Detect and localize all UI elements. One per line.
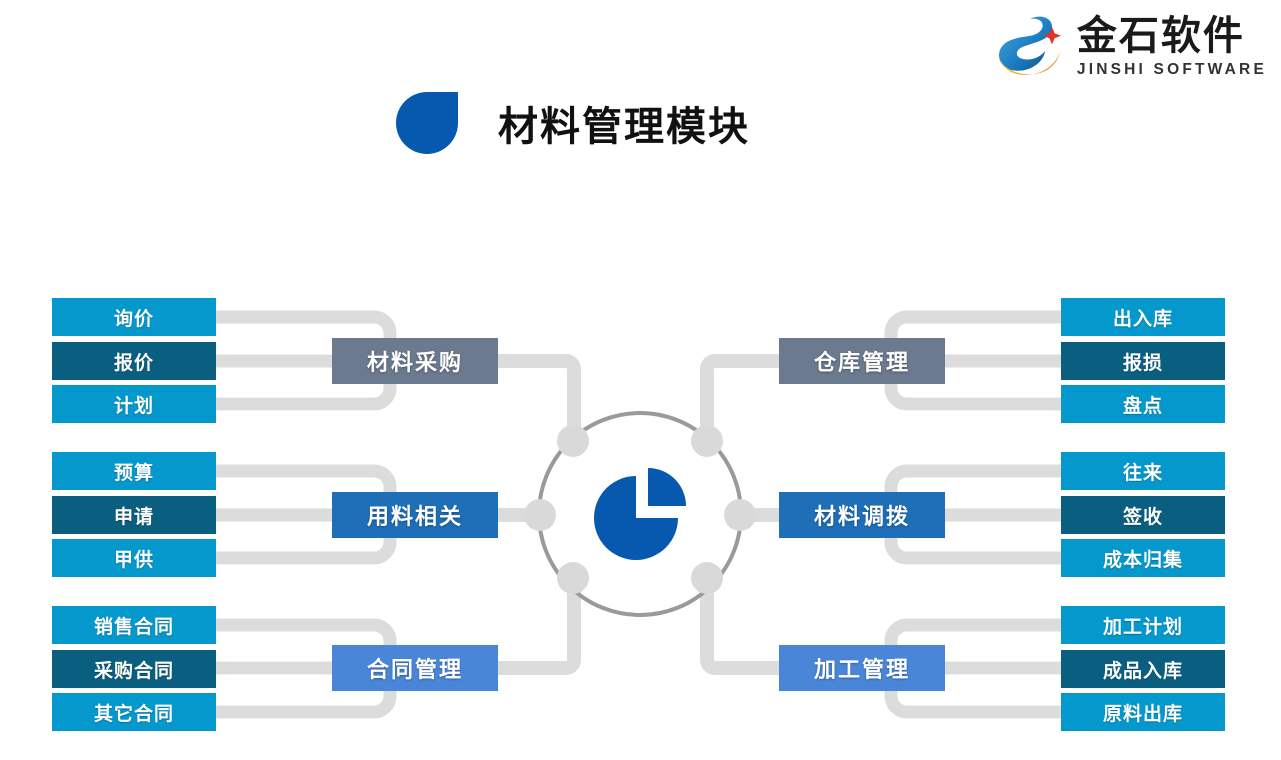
leaf-item[interactable]: 询价: [52, 298, 216, 336]
category-warehouse-management[interactable]: 仓库管理: [779, 338, 945, 384]
brand-wordmark: 金石软件 JINSHI SOFTWARE: [1077, 16, 1267, 78]
leaf-item[interactable]: 其它合同: [52, 693, 216, 731]
category-material-purchase[interactable]: 材料采购: [332, 338, 498, 384]
leaf-item[interactable]: 报损: [1061, 342, 1225, 380]
leaf-item[interactable]: 预算: [52, 452, 216, 490]
jinshi-s-swoosh-logo: [989, 8, 1067, 86]
brand-name-cn: 金石软件: [1076, 14, 1245, 59]
leaf-item[interactable]: 采购合同: [52, 650, 216, 688]
leaf-item[interactable]: 签收: [1061, 496, 1225, 534]
category-material-transfer[interactable]: 材料调拨: [779, 492, 945, 538]
leaf-item[interactable]: 计划: [52, 385, 216, 423]
leaf-item[interactable]: 申请: [52, 496, 216, 534]
leaf-item[interactable]: 成本归集: [1061, 539, 1225, 577]
leaf-item[interactable]: 甲供: [52, 539, 216, 577]
leaf-item[interactable]: 原料出库: [1061, 693, 1225, 731]
leaf-item[interactable]: 报价: [52, 342, 216, 380]
hub-node-bottom-left: [557, 562, 589, 594]
hub-node-right: [724, 499, 756, 531]
leaf-item[interactable]: 成品入库: [1061, 650, 1225, 688]
leaf-item[interactable]: 销售合同: [52, 606, 216, 644]
leaf-item[interactable]: 加工计划: [1061, 606, 1225, 644]
brand-name-en: JINSHI SOFTWARE: [1076, 61, 1267, 79]
pie-chart-icon: [594, 468, 686, 560]
droplet-icon: [396, 92, 458, 154]
page-title-text: 材料管理模块: [498, 104, 750, 150]
category-material-usage[interactable]: 用料相关: [332, 492, 498, 538]
hub-node-top-left: [557, 425, 589, 457]
leaf-item[interactable]: 出入库: [1061, 298, 1225, 336]
hub-node-left: [524, 499, 556, 531]
hub-node-bottom-right: [691, 562, 723, 594]
leaf-item[interactable]: 盘点: [1061, 385, 1225, 423]
leaf-item[interactable]: 往来: [1061, 452, 1225, 490]
category-processing-management[interactable]: 加工管理: [779, 645, 945, 691]
hub-node-top-right: [691, 425, 723, 457]
category-contract-management[interactable]: 合同管理: [332, 645, 498, 691]
page-title: 材料管理模块: [396, 92, 750, 154]
brand-logo: 金石软件 JINSHI SOFTWARE: [989, 8, 1267, 86]
